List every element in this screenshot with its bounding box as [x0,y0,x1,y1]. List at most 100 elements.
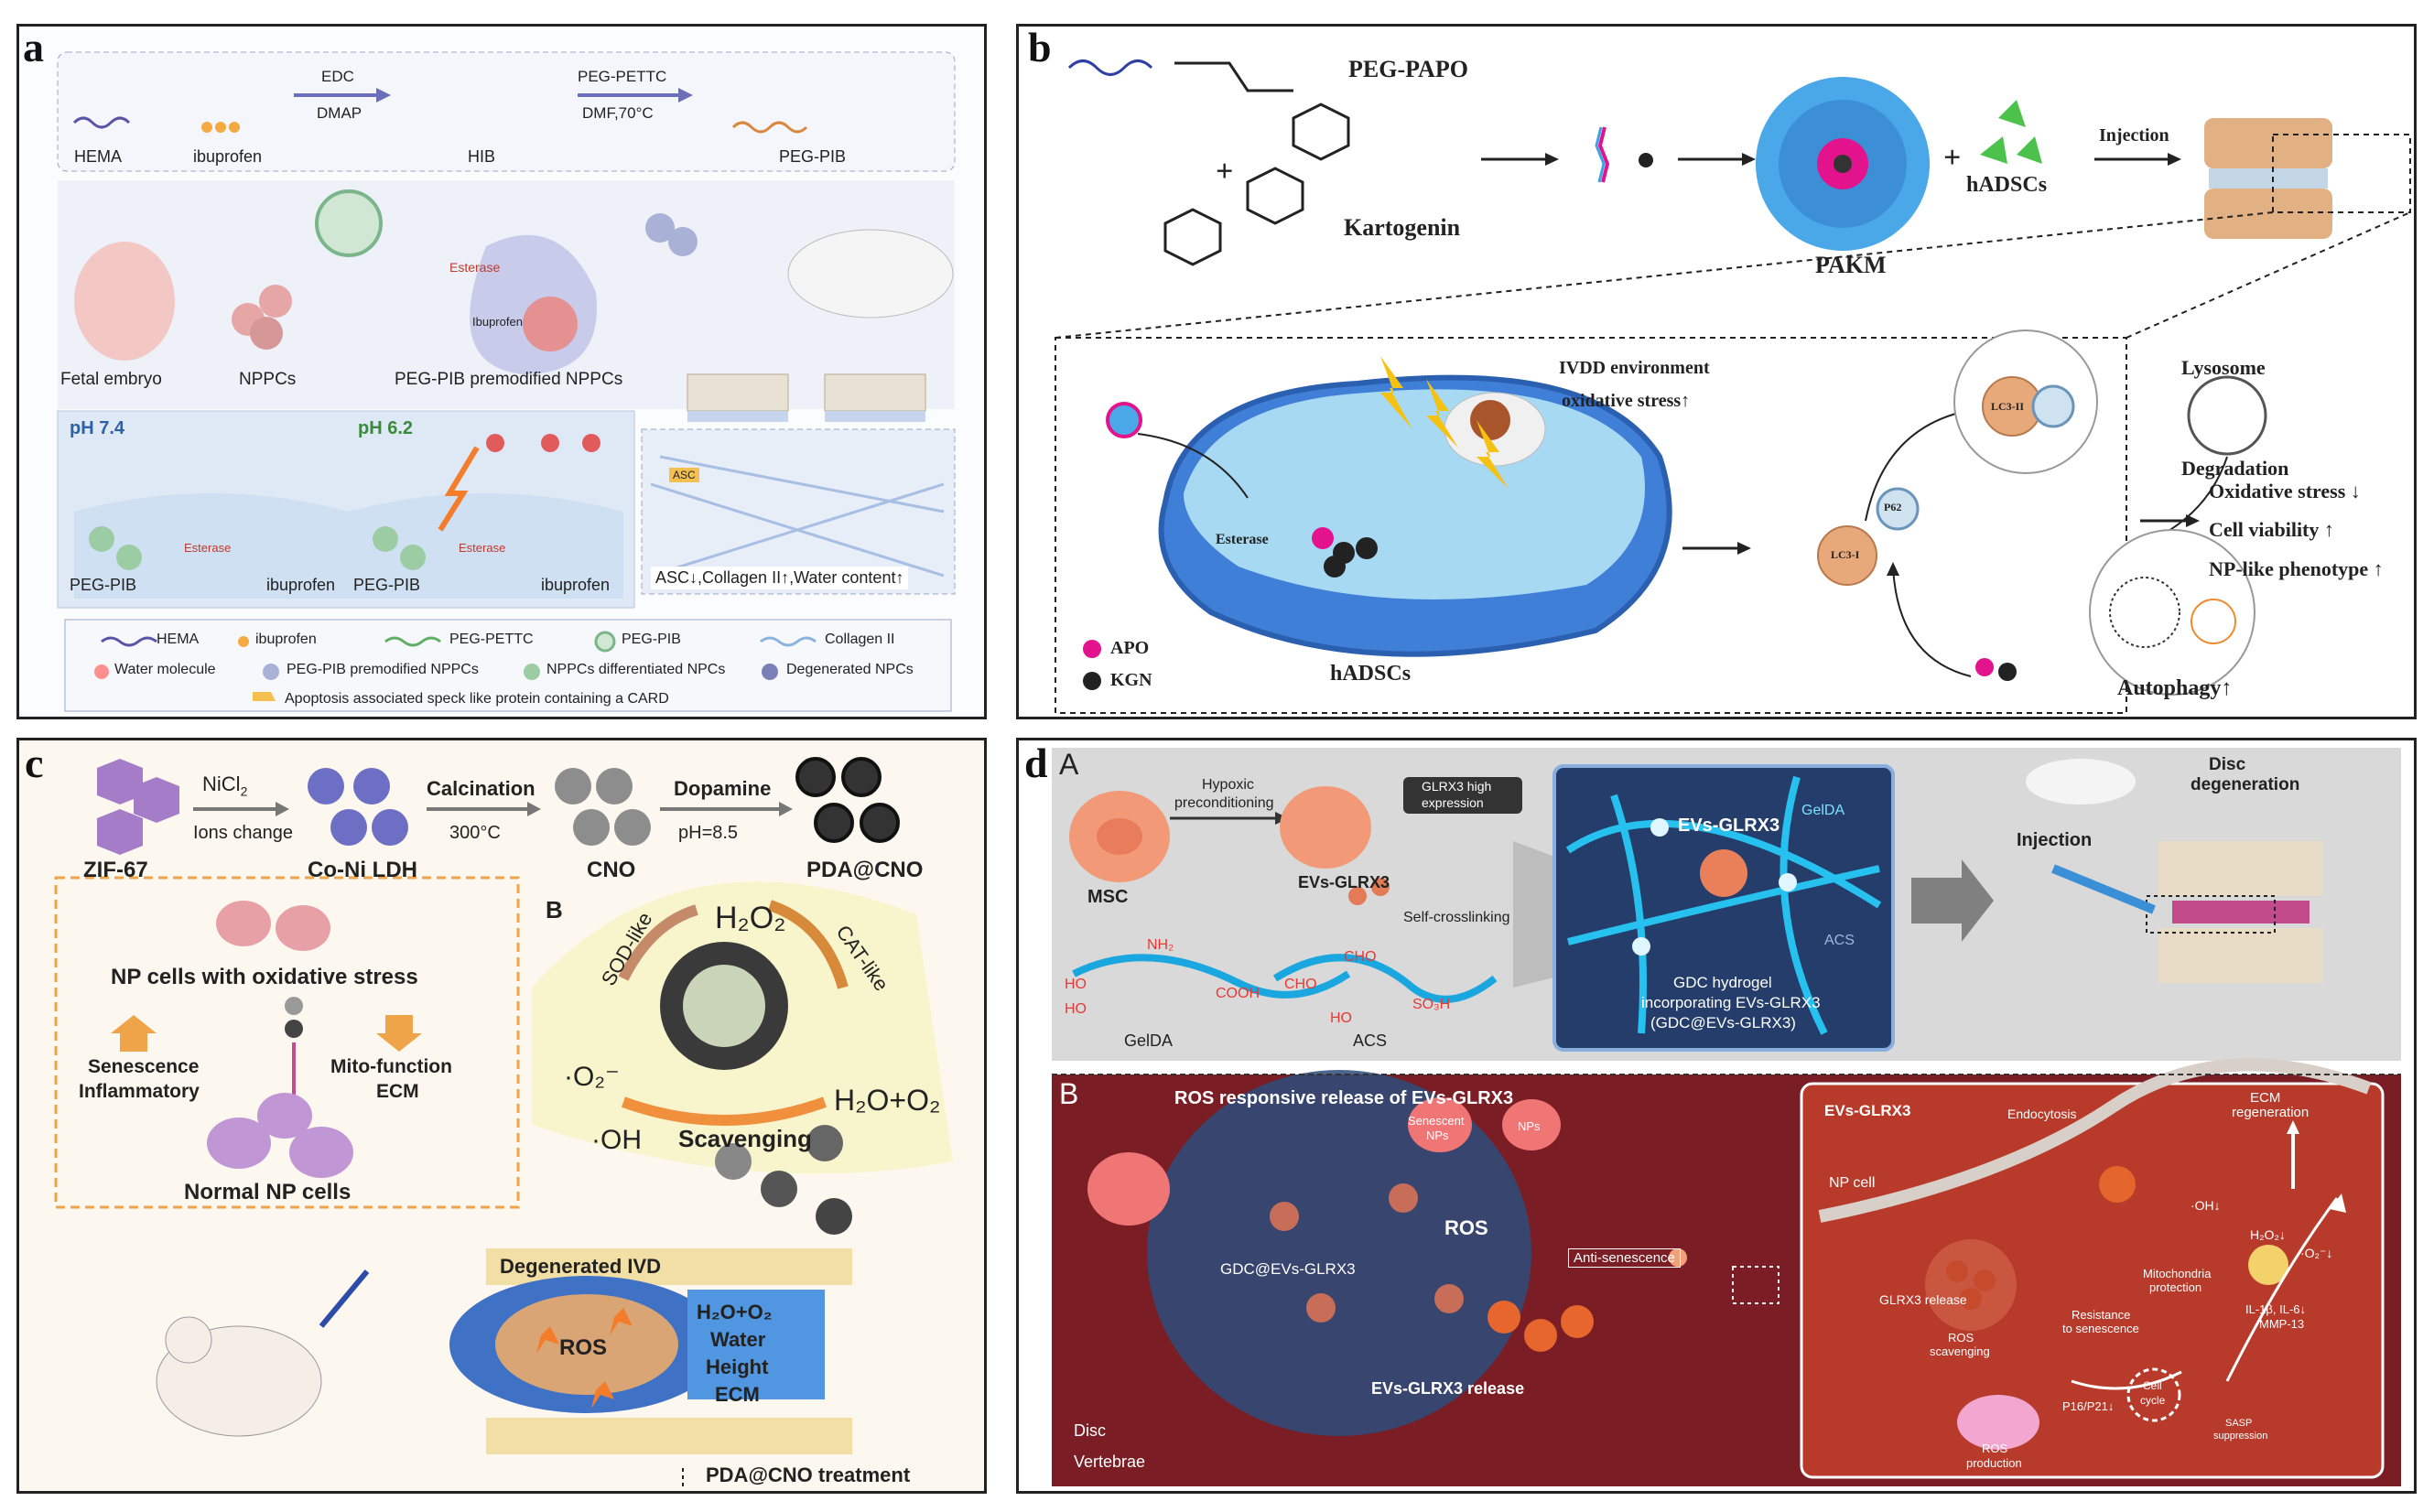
sub-a-label: A [1059,748,1079,781]
sasp-1-label: SASP [2225,1418,2253,1429]
oxidative-label: oxidative stress↑ [1562,391,1691,411]
h2o2-label: H₂O₂ [715,901,786,935]
plus-label: + [1216,155,1234,189]
nicl-label: NiCl2 [202,772,247,798]
panel-d-graphics [1052,759,2401,1479]
autophagy-label: Autophagy↑ [2117,676,2233,700]
legend-degenerated: Degenerated NPCs [786,662,914,677]
outcome-label: ASC↓,Collagen II↑,Water content↑ [651,567,909,589]
lc3i-label: LC3-I [1831,548,1860,561]
senescence-label: Senescence [88,1056,200,1077]
precond-label: preconditioning [1174,795,1274,811]
disc-deg-1-label: Disc [2209,755,2246,774]
injection-label: Injection [2099,125,2169,146]
ros-prod-1-label: ROS [1982,1442,2008,1455]
esterase-1-label: Esterase [184,541,232,555]
h2o2-label: H₂O₂↓ [2250,1227,2286,1242]
peg-pib-label: PEG-PIB [779,147,847,166]
zif-label: ZIF-67 [83,858,148,882]
hadsc-cell [1158,374,1672,657]
normal-label: Normal NP cells [184,1180,352,1204]
geldA-label: GelDA [1124,1031,1174,1050]
ecm2-label: ECM [715,1383,760,1406]
outcome-oxidative: Oxidative stress ↓ [2209,480,2361,502]
dmap-label: DMAP [317,104,362,122]
selfcross-label: Self-crosslinking [1403,910,1510,925]
anti-sen-label: Anti-senescence [1568,1248,1681,1268]
panel-c: c [16,738,987,1494]
legend-asc: Apoptosis associated speck like protein … [285,691,669,707]
np-cell-label: NP cell [1829,1175,1876,1191]
panel-label: c [25,740,44,786]
panel-a: a [16,24,987,719]
disc-deg-2-label: degeneration [2191,775,2300,794]
treatment-label: PDA@CNO treatment [706,1463,911,1486]
panel-label: a [23,24,44,70]
o2minus-label: ·O₂⁻ [564,1062,620,1092]
ros-prod-2-label: production [1966,1456,2022,1470]
hib-label: HIB [468,147,496,166]
pakm-micelle [1756,77,1930,251]
inflammatory-label: Inflammatory [79,1081,200,1102]
cell-2-label: cycle [2140,1394,2166,1407]
acs-label: ACS [1353,1031,1388,1050]
height-label: Height [706,1355,769,1378]
b-sublabel: B [546,896,563,923]
spine-illustration [2204,118,2332,239]
peg-pib-1-label: PEG-PIB [70,576,137,594]
oh-label: ·OH [591,1125,642,1155]
ecm-label: ECM [376,1081,419,1102]
np-stress-label: NP cells with oxidative stress [111,965,418,989]
gdc-evs-label: GDC@EVs-GLRX3 [1220,1260,1356,1278]
degradation-label: Degradation [2181,457,2289,480]
nh2-label: NH₂ [1147,937,1174,953]
legend-water: Water molecule [114,662,216,677]
cno-label: CNO [587,858,636,882]
scavenging-label: Scavenging [678,1125,812,1152]
mito-label: Mito-function [330,1056,452,1077]
ros-scav-2-label: scavenging [1930,1345,1990,1358]
cell-1-label: Cell [2143,1379,2162,1392]
fetal-embryo-label: Fetal embryo [60,370,162,389]
ibuprofen-1-label: ibuprofen [266,576,336,594]
senescent-label: Senescent [1408,1114,1465,1128]
hema-label: HEMA [74,147,123,166]
ph74-label: pH 7.4 [70,418,125,438]
evs-cell-label: EVs-GLRX3 [1824,1102,1911,1119]
lc3ii-label: LC3-II [1991,400,2025,413]
cell-label: hADSCs [1330,662,1412,686]
endocytosis-label: Endocytosis [2007,1107,2077,1121]
esterase-label: Esterase [449,260,501,275]
dopamine-label: Dopamine [674,777,772,800]
glrx3-release-label: GLRX3 release [1879,1292,1967,1307]
esterase-2-label: Esterase [459,541,506,555]
gdc-1-label: GDC hydrogel [1673,974,1772,991]
ho-label: HO [1065,977,1087,992]
outcome-phenotype: NP-like phenotype ↑ [2209,557,2384,580]
nppcs-label: NPPCs [239,370,297,389]
coni-label: Co-Ni LDH [308,858,417,882]
premodified-label: PEG-PIB premodified NPPCs [395,370,623,389]
outcome-viability: Cell viability ↑ [2209,518,2334,541]
mito-2-label: protection [2149,1280,2202,1294]
release-label: EVs-GLRX3 release [1371,1379,1525,1398]
nps2-label: NPs [1518,1119,1541,1133]
o2-label: ·O₂⁻↓ [2300,1246,2333,1260]
legend-premodified: PEG-PIB premodified NPPCs [287,662,479,677]
il-label: IL-1β, IL-6↓ [2245,1302,2307,1316]
edc-label: EDC [321,68,354,85]
h2o-o2-small-label: H₂O+O₂ [697,1301,773,1323]
legend-differentiated: NPPCs differentiated NPCs [546,662,726,677]
hypoxic-label: Hypoxic [1202,777,1254,793]
legend-ibuprofen: ibuprofen [255,632,317,647]
panel-b-graphics [1055,59,2411,714]
legend-collagen: Collagen II [825,632,895,647]
lysosome-label: Lysosome [2181,356,2266,379]
legend-peg-pib: PEG-PIB [622,632,681,647]
ho3-label: HO [1330,1010,1352,1026]
nicl-text: NiCl [202,772,241,795]
legend-kgn: KGN [1110,670,1152,690]
mmp-label: MMP-13 [2259,1317,2305,1331]
legend-hema: HEMA [157,632,200,647]
ho2-label: HO [1065,1001,1087,1017]
